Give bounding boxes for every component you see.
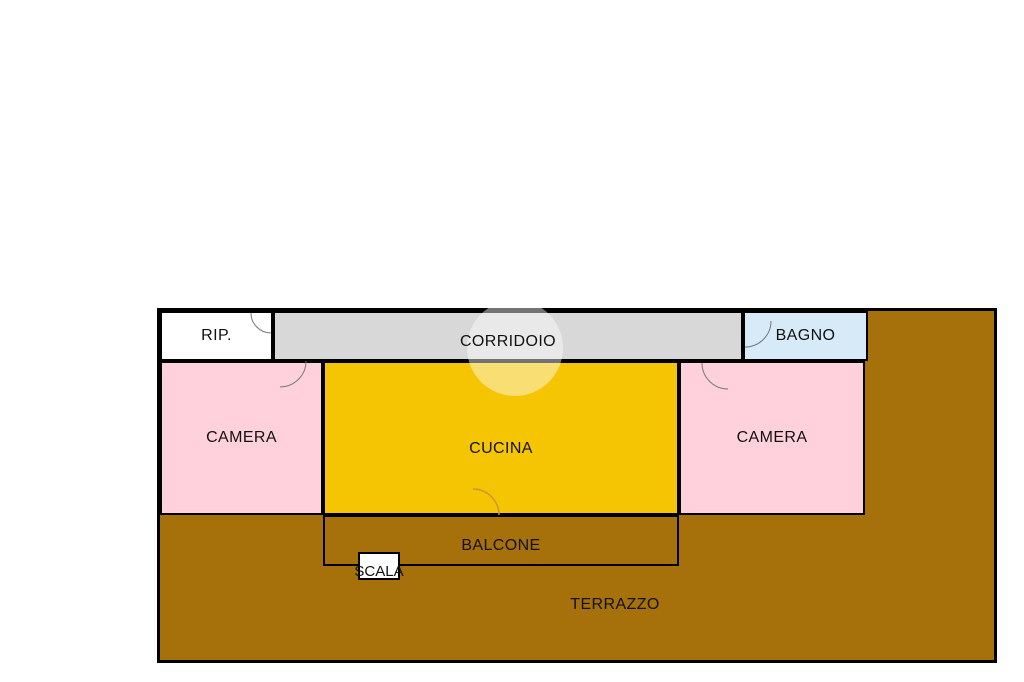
room-camera-right-label: CAMERA [736, 429, 808, 446]
room-scala-label: SCALA [354, 563, 404, 580]
room-camera-left: CAMERA [160, 361, 323, 515]
room-terrazzo-label: TERRAZZO [570, 596, 660, 613]
room-bagno: BAGNO [743, 311, 868, 361]
room-camera-left-label: CAMERA [206, 429, 277, 446]
room-balcone-label: BALCONE [461, 536, 541, 554]
room-corridoio-label: CORRIDOIO [459, 333, 557, 350]
room-balcone: BALCONE [323, 515, 679, 566]
room-corridoio: CORRIDOIO [273, 311, 743, 361]
room-rip-label: RIP. [201, 327, 232, 344]
room-scala-box [358, 552, 400, 580]
floor-plan: RIP. CORRIDOIO BAGNO CAMERA CUCINA CAMER… [157, 300, 997, 663]
room-rip: RIP. [160, 311, 273, 361]
room-cucina-label: CUCINA [469, 440, 533, 457]
room-cucina: CUCINA [323, 361, 679, 515]
room-camera-right: CAMERA [679, 361, 865, 515]
room-bagno-label: BAGNO [775, 327, 836, 344]
